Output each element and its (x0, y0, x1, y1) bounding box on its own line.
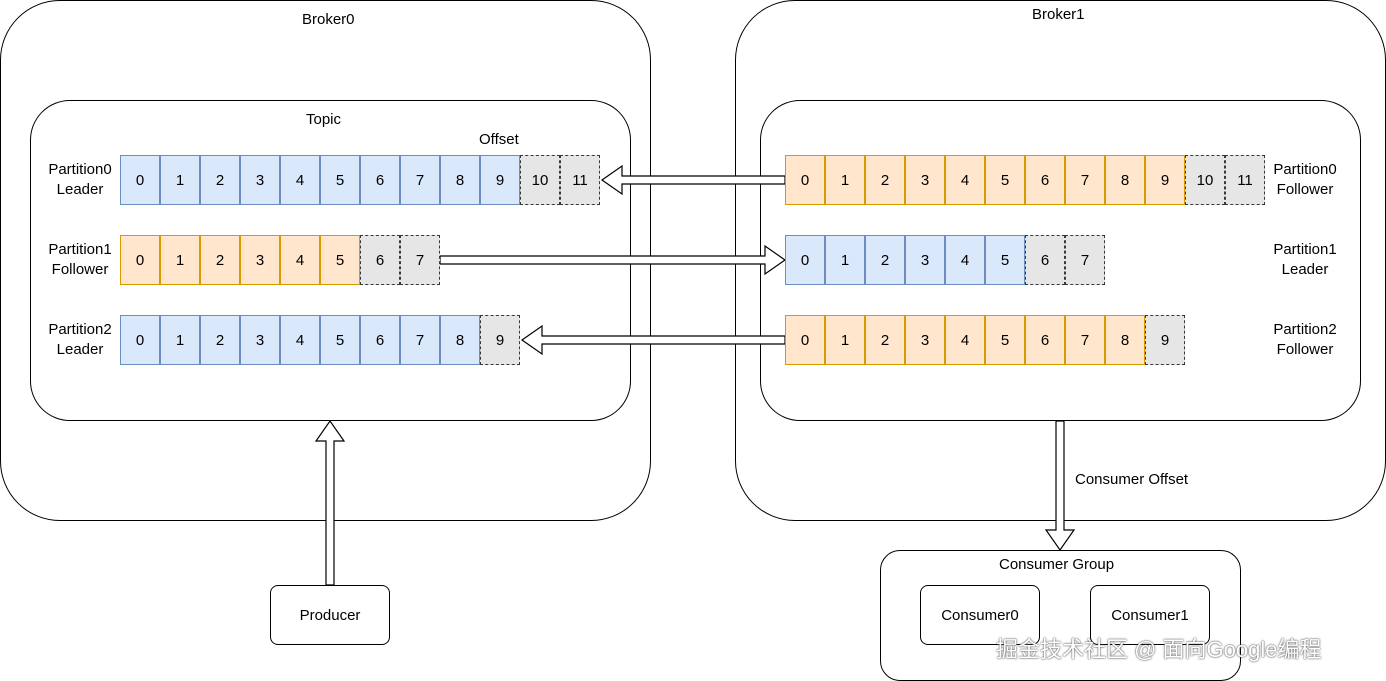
offset-cell: 6 (360, 315, 400, 365)
offset-cell: 1 (160, 155, 200, 205)
offset-label: Offset (479, 131, 519, 148)
replication-arrow-p2 (520, 324, 786, 356)
offset-cell: 8 (1105, 155, 1145, 205)
pending-offset-cell: 11 (1225, 155, 1265, 205)
offset-cell: 4 (280, 315, 320, 365)
pending-offset-cell: 6 (1025, 235, 1065, 285)
offset-cell: 1 (160, 315, 200, 365)
offset-cell: 2 (200, 315, 240, 365)
offset-cell: 1 (825, 155, 865, 205)
b0-partition0-label: Partition0 Leader (48, 161, 112, 198)
offset-cell: 0 (785, 155, 825, 205)
b1-partition1-label: Partition1 Leader (1273, 241, 1337, 278)
producer-arrow (314, 419, 346, 586)
offset-cell: 0 (120, 235, 160, 285)
offset-cell: 2 (200, 235, 240, 285)
offset-cell: 5 (320, 155, 360, 205)
pending-offset-cell: 10 (1185, 155, 1225, 205)
offset-cell: 1 (825, 235, 865, 285)
offset-cell: 3 (240, 235, 280, 285)
offset-cell: 8 (440, 155, 480, 205)
offset-cell: 7 (400, 155, 440, 205)
replication-arrow-p1 (439, 244, 787, 276)
offset-cell: 5 (985, 315, 1025, 365)
offset-cell: 2 (865, 235, 905, 285)
b0-partition2-label: Partition2 Leader (48, 321, 112, 358)
pending-offset-cell: 7 (1065, 235, 1105, 285)
producer-node[interactable]: Producer (270, 585, 390, 645)
consumer-offset-arrow (1044, 420, 1076, 552)
consumer-group-title: Consumer Group (999, 556, 1115, 573)
replication-arrow-p0 (600, 164, 786, 196)
offset-cell: 6 (360, 155, 400, 205)
offset-cell: 3 (905, 315, 945, 365)
offset-cell: 3 (240, 315, 280, 365)
pending-offset-cell: 9 (480, 315, 520, 365)
pending-offset-cell: 10 (520, 155, 560, 205)
offset-cell: 8 (440, 315, 480, 365)
b1-partition2-label: Partition2 Follower (1273, 321, 1337, 358)
pending-offset-cell: 9 (1145, 315, 1185, 365)
offset-cell: 1 (160, 235, 200, 285)
offset-cell: 4 (945, 235, 985, 285)
topic-title: Topic (306, 111, 342, 128)
offset-cell: 2 (865, 315, 905, 365)
b1-partition0-label: Partition0 Follower (1273, 161, 1337, 198)
offset-cell: 8 (1105, 315, 1145, 365)
offset-cell: 3 (905, 235, 945, 285)
offset-cell: 5 (985, 235, 1025, 285)
offset-cell: 2 (200, 155, 240, 205)
consumer1-node[interactable]: Consumer1 (1090, 585, 1210, 645)
offset-cell: 3 (905, 155, 945, 205)
offset-cell: 3 (240, 155, 280, 205)
offset-cell: 6 (1025, 315, 1065, 365)
offset-cell: 5 (320, 235, 360, 285)
offset-cell: 0 (120, 315, 160, 365)
offset-cell: 0 (785, 235, 825, 285)
offset-cell: 4 (280, 235, 320, 285)
offset-cell: 0 (785, 315, 825, 365)
offset-cell: 4 (945, 155, 985, 205)
offset-cell: 9 (480, 155, 520, 205)
offset-cell: 9 (1145, 155, 1185, 205)
offset-cell: 1 (825, 315, 865, 365)
pending-offset-cell: 7 (400, 235, 440, 285)
b0-partition1-label: Partition1 Follower (48, 241, 112, 278)
offset-cell: 4 (945, 315, 985, 365)
broker1-title: Broker1 (1032, 6, 1085, 23)
offset-cell: 2 (865, 155, 905, 205)
pending-offset-cell: 6 (360, 235, 400, 285)
offset-cell: 7 (1065, 155, 1105, 205)
offset-cell: 5 (985, 155, 1025, 205)
consumer0-node[interactable]: Consumer0 (920, 585, 1040, 645)
broker0-title: Broker0 (302, 11, 355, 28)
offset-cell: 7 (400, 315, 440, 365)
offset-cell: 6 (1025, 155, 1065, 205)
pending-offset-cell: 11 (560, 155, 600, 205)
offset-cell: 7 (1065, 315, 1105, 365)
watermark: 掘金技术社区 @ 面向Google编程 (996, 637, 1322, 662)
offset-cell: 0 (120, 155, 160, 205)
consumer-offset-label: Consumer Offset (1075, 471, 1189, 488)
offset-cell: 5 (320, 315, 360, 365)
offset-cell: 4 (280, 155, 320, 205)
